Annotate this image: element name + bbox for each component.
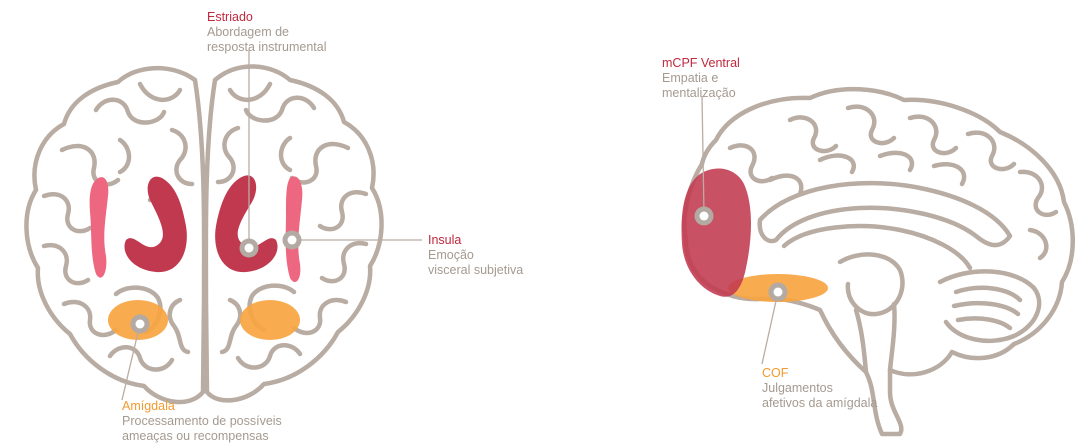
label-estriado-desc-1: Abordagem de	[207, 25, 327, 40]
marker-amigdala	[131, 315, 150, 334]
label-insula-desc-1: Emoção	[428, 248, 523, 263]
label-insula-desc-2: visceral subjetiva	[428, 263, 523, 278]
label-cof: COF Julgamentos afetivos da amígdala	[762, 366, 877, 411]
insula-regions	[90, 176, 303, 282]
label-amigdala-desc-1: Processamento de possíveis	[122, 414, 282, 429]
label-amigdala: Amígdala Processamento de possíveis amea…	[122, 399, 282, 444]
label-estriado-title: Estriado	[207, 10, 327, 25]
marker-estriado	[240, 239, 259, 258]
marker-mcpf	[695, 207, 714, 226]
label-insula: Insula Emoção visceral subjetiva	[428, 233, 523, 278]
label-estriado: Estriado Abordagem de resposta instrumen…	[207, 10, 327, 55]
striatum-regions	[124, 175, 277, 272]
label-insula-title: Insula	[428, 233, 523, 248]
marker-insula	[283, 231, 302, 250]
label-cof-desc-1: Julgamentos	[762, 381, 877, 396]
label-estriado-desc-2: resposta instrumental	[207, 40, 327, 55]
label-mcpf-desc-1: Empatia e	[662, 71, 740, 86]
label-mcpf-desc-2: mentalização	[662, 86, 740, 101]
vmpfc-region	[682, 169, 751, 297]
coronal-brain-outline	[26, 66, 381, 402]
label-mcpf: mCPF Ventral Empatia e mentalização	[662, 56, 740, 101]
label-amigdala-desc-2: ameaças ou recompensas	[122, 429, 282, 444]
label-cof-desc-2: afetivos da amígdala	[762, 396, 877, 411]
label-cof-title: COF	[762, 366, 877, 381]
marker-cof	[769, 283, 788, 302]
label-mcpf-title: mCPF Ventral	[662, 56, 740, 71]
label-amigdala-title: Amígdala	[122, 399, 282, 414]
